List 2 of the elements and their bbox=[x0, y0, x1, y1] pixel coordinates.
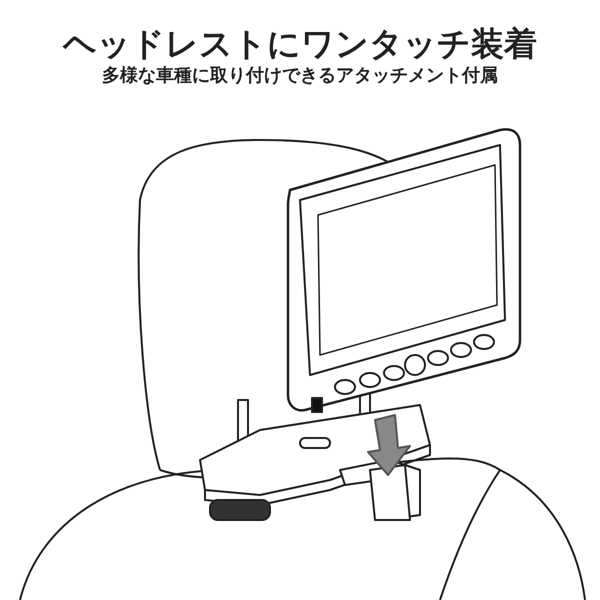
title: ヘッドレストにワンタッチ装着 bbox=[62, 23, 538, 65]
subtitle: 多様な車種に取り付けできるアタッチメント付属 bbox=[101, 64, 499, 87]
